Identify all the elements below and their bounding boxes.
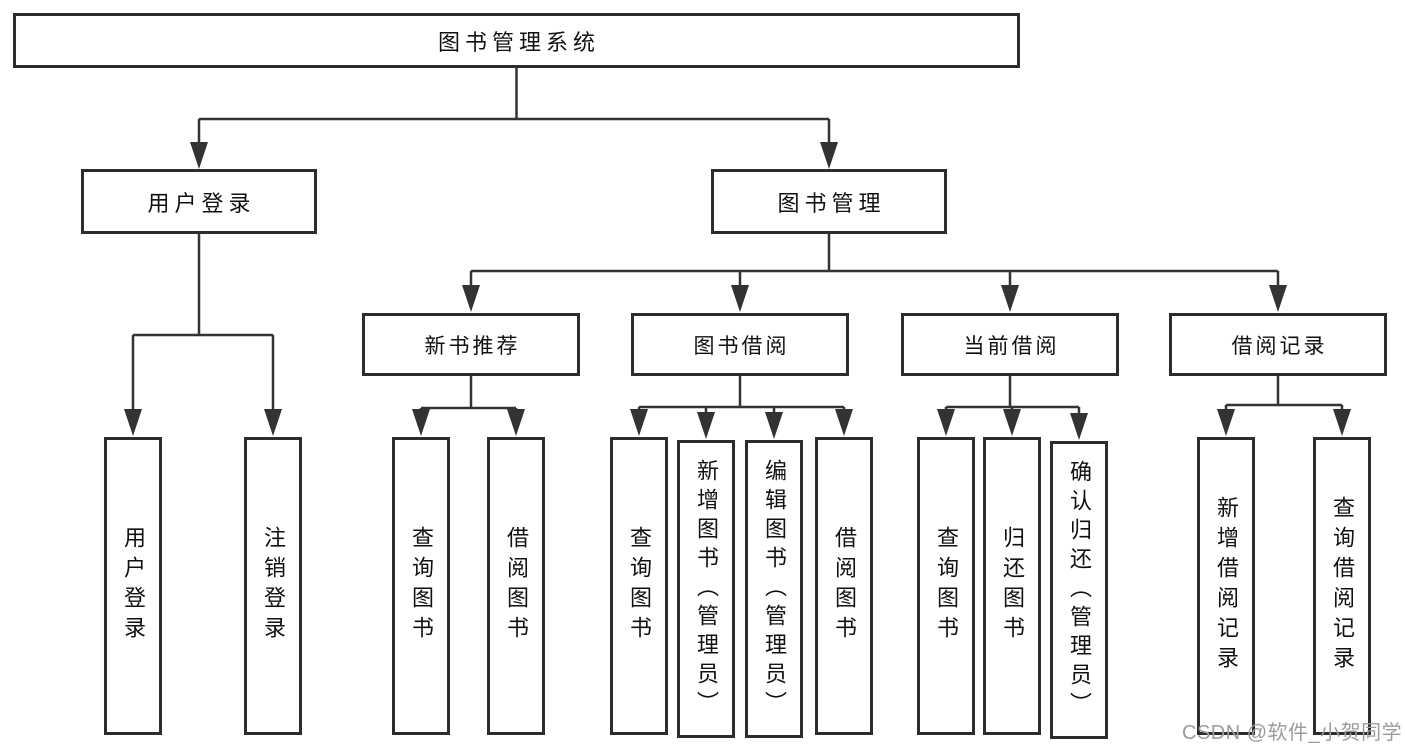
connector-book-borrow-to-leaves [637,376,846,418]
leaf-edit-book-admin: 编辑图书（管理员） [745,440,803,738]
arrowhead [1217,409,1235,436]
connector-new-book-to-leaves [419,376,518,415]
leaf-label-query-borrow-record: 查询借阅记录 [1330,496,1355,676]
arrowhead [1269,285,1287,312]
leaf-query-books-recommend: 查询图书 [392,437,450,735]
leaf-confirm-return-admin: 确认归还（管理员） [1050,441,1108,739]
arrowhead [820,142,838,169]
node-current-borrowing: 当前借阅 [901,313,1119,376]
node-label-new-book-recommendation: 新书推荐 [424,334,521,358]
node-user-login: 用户登录 [81,169,317,234]
arrowhead [264,409,282,436]
node-book-borrowing: 图书借阅 [631,313,849,376]
arrowhead [765,412,783,439]
leaf-label-borrow-books-recommend: 借阅图书 [504,526,529,646]
node-label-user-login: 用户登录 [147,190,256,216]
connector-root-to-level2 [197,68,831,148]
arrowhead [697,412,715,439]
node-book-management: 图书管理 [711,169,947,234]
arrowhead [462,285,480,312]
arrowhead [507,409,525,436]
arrowhead [190,142,208,169]
csdn-watermark: CSDN @软件_小贺同学 [1182,722,1403,744]
leaf-query-borrow-record: 查询借阅记录 [1313,437,1371,735]
leaf-label-query-books-borrow: 查询图书 [627,526,652,646]
leaf-label-user-login: 用户登录 [121,526,146,646]
arrowhead [412,409,430,436]
arrowhead [835,409,853,436]
arrowhead [1001,285,1019,312]
leaf-logout: 注销登录 [244,437,302,735]
arrowhead [1070,413,1088,440]
arrowhead [731,285,749,312]
node-label-current-borrowing: 当前借阅 [963,334,1060,358]
leaf-borrow-books: 借阅图书 [815,437,873,735]
connector-book-management-to-level3 [469,234,1280,291]
connector-borrow-records-to-leaves [1224,376,1344,415]
leaf-label-borrow-books: 借阅图书 [832,526,857,646]
leaf-label-query-books-recommend: 查询图书 [409,526,434,646]
leaf-label-query-books-current: 查询图书 [934,526,959,646]
connector-current-borrow-to-leaves [944,376,1081,419]
leaf-user-login: 用户登录 [104,437,162,735]
node-label-book-borrowing: 图书借阅 [693,334,790,358]
node-new-book-recommendation: 新书推荐 [362,313,580,376]
arrowhead [630,409,648,436]
node-label-book-management: 图书管理 [777,190,886,216]
leaf-label-logout: 注销登录 [261,526,286,646]
arrowhead [1333,409,1351,436]
node-library-management-system: 图书管理系统 [13,13,1020,68]
leaf-label-confirm-return-admin: 确认归还（管理员） [1067,459,1092,721]
leaf-query-books-borrow: 查询图书 [610,437,668,735]
node-borrowing-records: 借阅记录 [1169,313,1387,376]
node-label-root: 图书管理系统 [437,29,600,55]
leaf-label-add-book-admin: 新增图书（管理员） [694,458,719,720]
leaf-return-books: 归还图书 [983,437,1041,735]
leaf-add-borrow-record: 新增借阅记录 [1197,437,1255,735]
arrowhead [1003,409,1021,436]
leaf-label-return-books: 归还图书 [1000,526,1025,646]
leaf-add-book-admin: 新增图书（管理员） [677,440,735,738]
node-label-borrowing-records: 借阅记录 [1231,334,1328,358]
leaf-label-edit-book-admin: 编辑图书（管理员） [762,458,787,720]
arrowhead [937,409,955,436]
leaf-borrow-books-recommend: 借阅图书 [487,437,545,735]
leaf-label-add-borrow-record: 新增借阅记录 [1214,496,1239,676]
arrowhead [124,409,142,436]
leaf-query-books-current: 查询图书 [917,437,975,735]
connector-user-login-to-leaves [131,234,275,415]
